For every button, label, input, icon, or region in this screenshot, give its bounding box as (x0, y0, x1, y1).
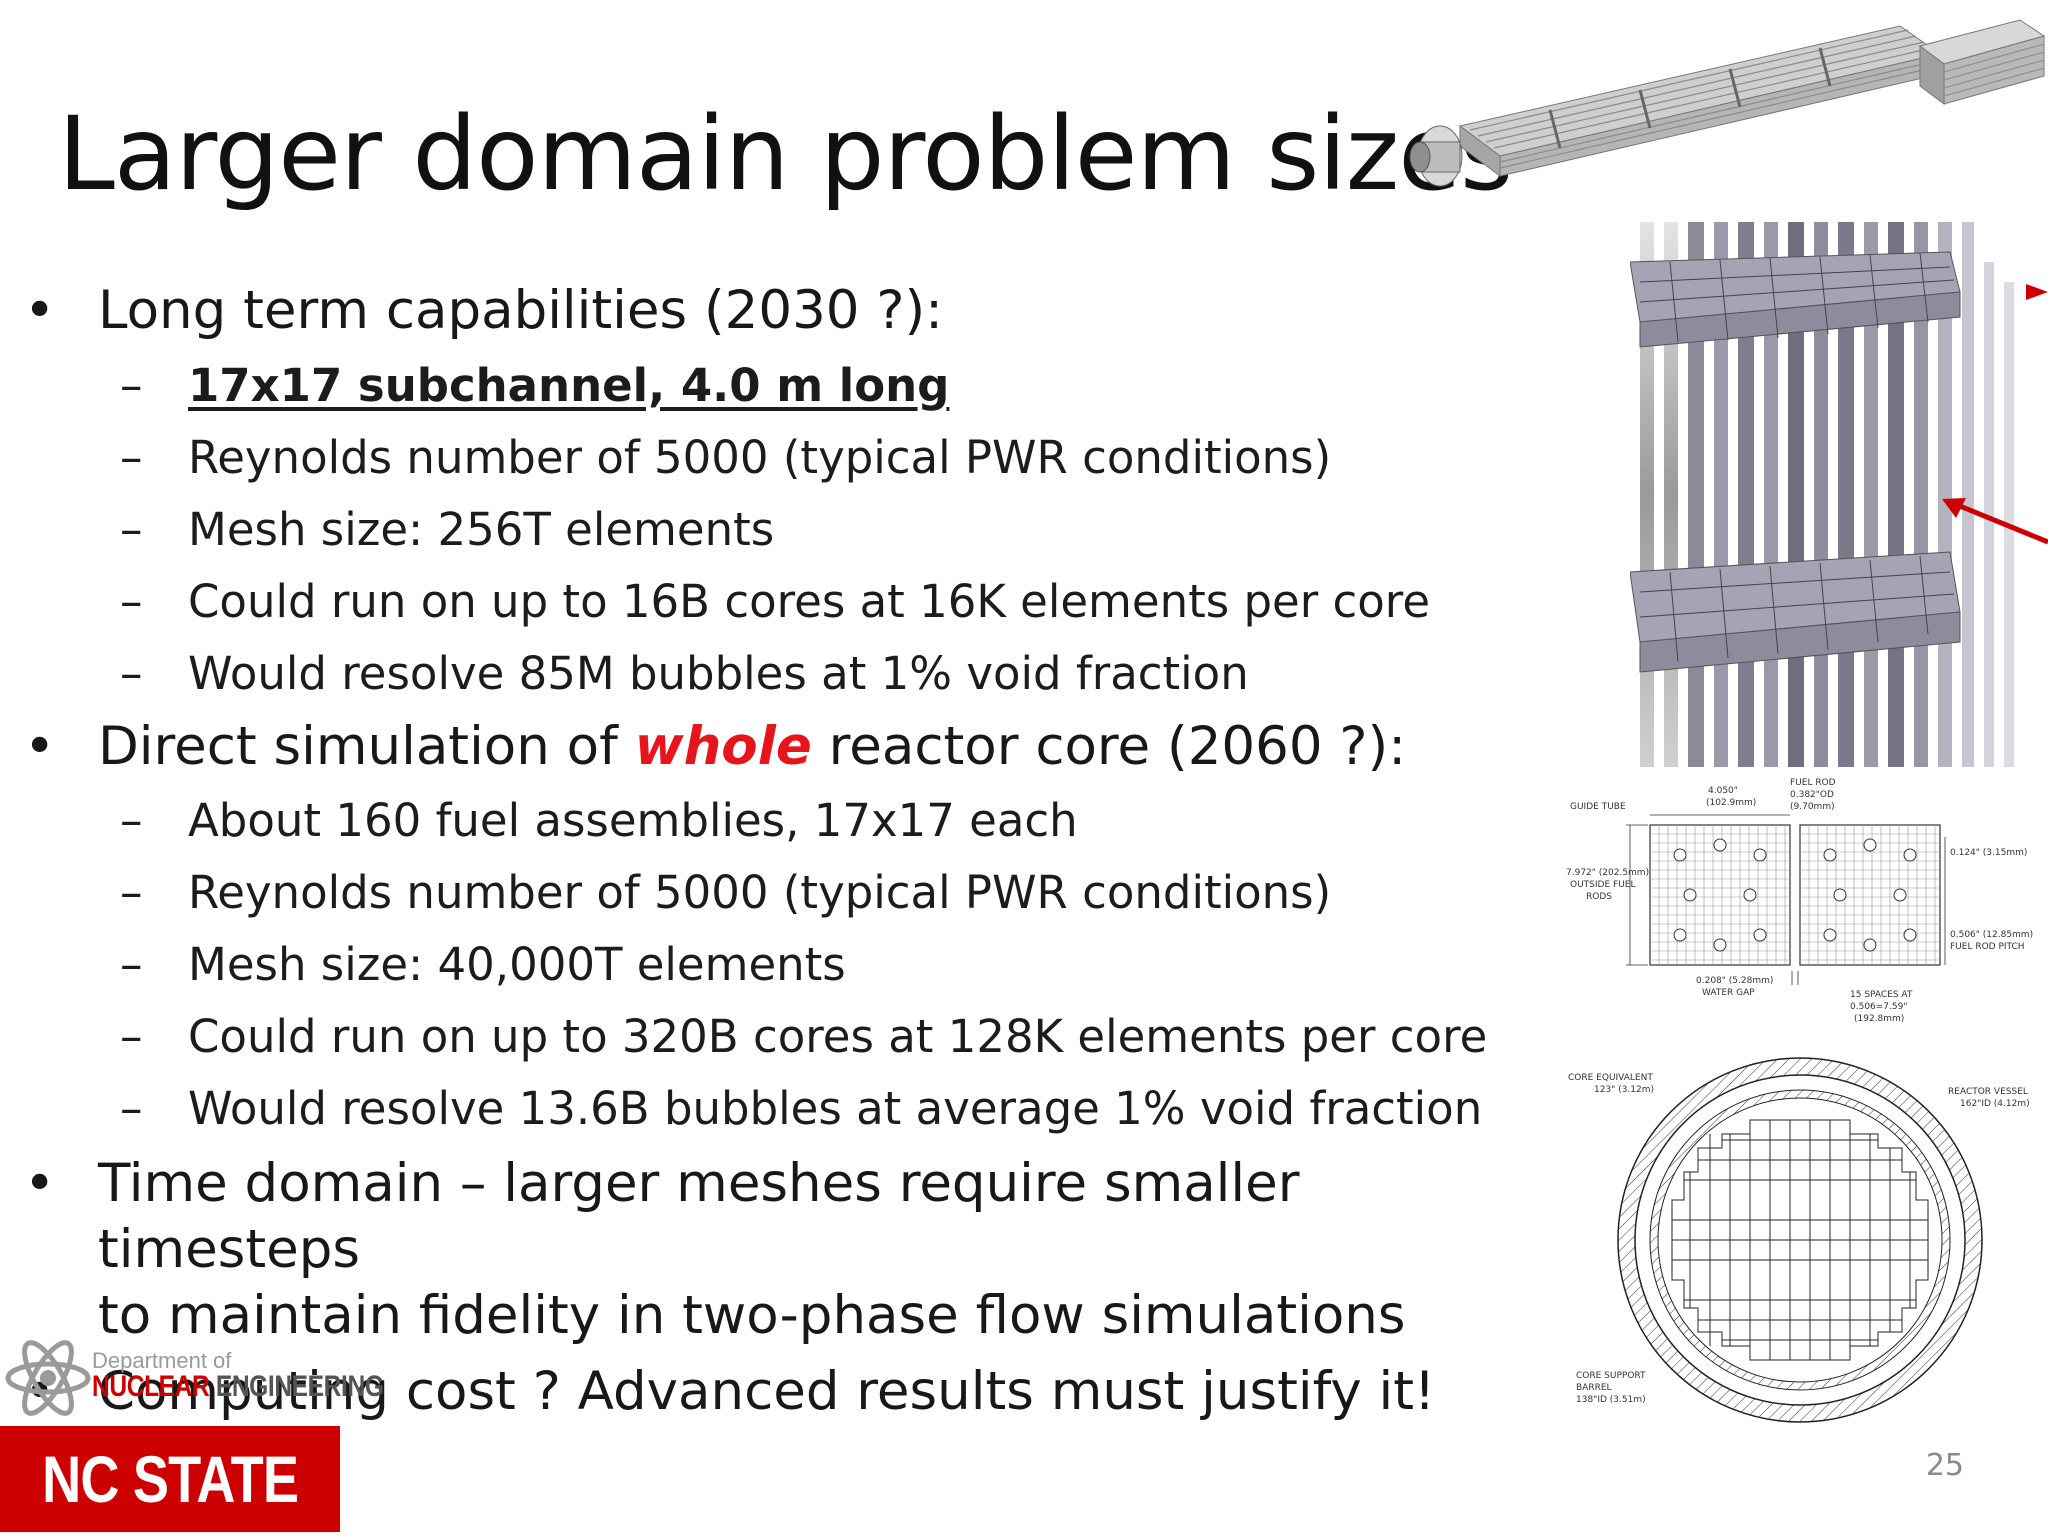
bullet-text: Long term capabilities (2030 ?): (98, 280, 944, 341)
dash-mark: – (120, 938, 143, 992)
sub-text-emphasis: 17x17 subchannel, 4.0 m long (188, 358, 950, 412)
label-spaces2: 0.506=7.59" (1850, 1002, 1908, 1012)
dash-mark: – (120, 1082, 143, 1136)
logo-department: Department of (92, 1348, 232, 1373)
bullet-text: Computing cost ? Advanced results must j… (98, 1360, 1436, 1422)
list-item: –Would resolve 85M bubbles at 1% void fr… (0, 638, 1560, 710)
label-pitch: 0.506" (12.85mm) (1950, 930, 2033, 940)
sub-text: Mesh size: 40,000T elements (188, 938, 846, 992)
list-item: –About 160 fuel assemblies, 17x17 each (0, 785, 1560, 857)
list-item: –17x17 subchannel, 4.0 m long (0, 350, 1560, 422)
logo-engineering: ENGINEERING (209, 1370, 384, 1403)
label-rod-od-mm: (9.70mm) (1790, 802, 1835, 812)
logo-nuclear-engineering: NUCLEAR ENGINEERING (92, 1370, 384, 1403)
sub-text: Could run on up to 16B cores at 16K elem… (188, 574, 1431, 628)
dash-mark: – (120, 502, 143, 556)
list-item: –Reynolds number of 5000 (typical PWR co… (0, 422, 1560, 494)
list-item: –Could run on up to 16B cores at 16K ele… (0, 566, 1560, 638)
label-pitch2: FUEL ROD PITCH (1950, 942, 2025, 952)
label-width-mm: (102.9mm) (1706, 798, 1756, 808)
dash-mark: – (120, 574, 143, 628)
bullet-text-after: reactor core (2060 ?): (811, 715, 1407, 777)
label-rod-od: 0.382"OD (1790, 790, 1834, 800)
bullet-mark: • (24, 280, 56, 341)
sub-text: Would resolve 85M bubbles at 1% void fra… (188, 646, 1249, 700)
atom-icon (5, 1340, 91, 1416)
label-barrel: CORE SUPPORT (1576, 1371, 1646, 1381)
label-gap: 0.208" (5.28mm) (1696, 976, 1773, 986)
label-spaces3: (192.8mm) (1854, 1014, 1904, 1024)
sub-text: Could run on up to 320B cores at 128K el… (188, 1010, 1488, 1064)
label-barrel3: 138"ID (3.51m) (1576, 1395, 1646, 1405)
label-barrel2: BARREL (1576, 1383, 1612, 1393)
ncstate-logo: NC STATE (0, 1426, 340, 1532)
label-core-equiv: CORE EQUIVALENT (1568, 1073, 1653, 1083)
slide-body: • Long term capabilities (2030 ?): –17x1… (0, 278, 1560, 1424)
sub-list-long-term: –17x17 subchannel, 4.0 m long –Reynolds … (0, 350, 1560, 710)
bullet-text-before: Direct simulation of (98, 715, 635, 777)
bullet-time-domain: • Time domain – larger meshes require sm… (0, 1151, 1560, 1348)
label-core-equiv2: 123" (3.12m) (1594, 1085, 1654, 1095)
bullet-whole-core: • Direct simulation of whole reactor cor… (0, 714, 1560, 780)
dash-mark: – (120, 646, 143, 700)
dash-mark: – (120, 866, 143, 920)
sub-text: Reynolds number of 5000 (typical PWR con… (188, 866, 1332, 920)
dash-mark: – (120, 430, 143, 484)
label-width: 4.050" (1708, 786, 1738, 796)
label-gap2: WATER GAP (1702, 988, 1755, 998)
label-outside2: OUTSIDE FUEL (1570, 880, 1635, 890)
logo-nuclear: NUCLEAR (92, 1370, 210, 1403)
list-item: –Reynolds number of 5000 (typical PWR co… (0, 857, 1560, 929)
label-vessel2: 162"ID (4.12m) (1960, 1099, 2030, 1109)
sub-text: About 160 fuel assemblies, 17x17 each (188, 794, 1078, 848)
bullet-long-term: • Long term capabilities (2030 ?): (0, 278, 1560, 344)
list-item: –Would resolve 13.6B bubbles at average … (0, 1073, 1560, 1145)
sub-text: Mesh size: 256T elements (188, 502, 775, 556)
label-fuel-rod: FUEL ROD (1790, 778, 1836, 788)
label-clad: 0.124" (3.15mm) (1950, 848, 2027, 858)
fuel-lattice-schematic: GUIDE TUBE FUEL ROD 0.382"OD (9.70mm) 4.… (1566, 778, 2033, 1024)
label-guide-tube: GUIDE TUBE (1570, 802, 1626, 812)
label-vessel: REACTOR VESSEL (1948, 1087, 2028, 1097)
label-outside: 7.972" (202.5mm) (1566, 868, 1649, 878)
ncstate-text: NC STATE (41, 1442, 299, 1516)
spacer-grid-illustration (1630, 222, 2048, 767)
sub-text: Reynolds number of 5000 (typical PWR con… (188, 430, 1332, 484)
dash-mark: – (120, 794, 143, 848)
bullet-mark: • (24, 1153, 56, 1215)
dash-mark: – (120, 358, 143, 412)
page-number: 25 (1925, 1448, 1964, 1483)
label-outside3: RODS (1586, 892, 1612, 902)
label-spaces: 15 SPACES AT (1850, 990, 1913, 1000)
sub-text: Would resolve 13.6B bubbles at average 1… (188, 1082, 1483, 1136)
bullet-text-emphasis: whole (634, 715, 812, 777)
bullet-mark: • (24, 715, 56, 777)
slide-title: Larger domain problem sizes (58, 95, 1513, 214)
fuel-assembly-illustration (1409, 19, 2046, 187)
list-item: –Mesh size: 40,000T elements (0, 929, 1560, 1001)
dash-mark: – (120, 1010, 143, 1064)
list-item: –Mesh size: 256T elements (0, 494, 1560, 566)
bullet-text-line1: Time domain – larger meshes require smal… (98, 1153, 1300, 1281)
bullet-text-line2: to maintain fidelity in two-phase flow s… (98, 1284, 1406, 1346)
list-item: –Could run on up to 320B cores at 128K e… (0, 1001, 1560, 1073)
sub-list-whole-core: –About 160 fuel assemblies, 17x17 each –… (0, 785, 1560, 1145)
reactor-core-cross-section: CORE EQUIVALENT 123" (3.12m) REACTOR VES… (1568, 1057, 2030, 1423)
